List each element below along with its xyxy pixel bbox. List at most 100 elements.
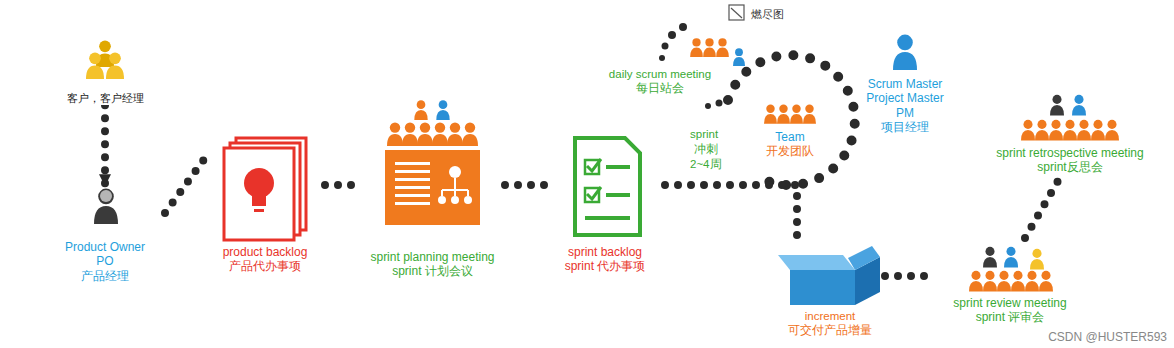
person-icon — [803, 105, 816, 124]
node-text: Scrum Master — [866, 77, 945, 91]
scrum-master-icon — [893, 35, 917, 70]
trail-dot — [662, 43, 669, 50]
person-icon — [1077, 120, 1091, 141]
node-text: sprint 评审会 — [974, 310, 1047, 324]
person-icon — [402, 122, 418, 146]
person-icon — [436, 100, 449, 120]
dotted-connector — [325, 181, 360, 189]
meeting-node: sprint review meetingsprint 评审会 — [935, 238, 1085, 325]
role-node: Product OwnerPO产品经理 — [45, 185, 165, 283]
hierarchy-icon — [449, 166, 461, 178]
sprint-loop — [728, 55, 855, 185]
node-text: increment — [803, 310, 858, 324]
person-icon — [462, 122, 478, 146]
meeting-node: daily scrum meeting每日站会 — [595, 68, 725, 96]
person-icon — [690, 38, 703, 57]
node-text: daily scrum meeting — [607, 68, 713, 82]
burndown-icon — [729, 5, 744, 20]
node-text: PO — [94, 254, 115, 268]
person-icon — [1091, 120, 1105, 141]
watermark: CSDN @HUSTER593 — [1047, 330, 1168, 344]
node-text: Product Owner — [63, 240, 147, 254]
node-text: 产品经理 — [79, 269, 131, 283]
person-icon — [733, 48, 745, 66]
person-icon — [1021, 120, 1035, 141]
artifact-node: sprint backlogsprint 代办事项 — [545, 130, 665, 274]
trail-dot — [659, 55, 665, 61]
person-icon — [1063, 120, 1077, 141]
node-text: 客户，客户经理 — [65, 92, 146, 105]
person-icon — [1011, 271, 1025, 292]
dotted-connector — [665, 185, 797, 248]
increment-box — [848, 246, 880, 270]
node-text: 开发团队 — [764, 144, 816, 158]
dotted-connector — [165, 158, 205, 213]
node-text: sprint planning meeting — [368, 250, 496, 264]
meeting-node: sprint planning meetingsprint 计划会议 — [360, 100, 505, 279]
person-icon — [983, 271, 997, 292]
node-text: sprint review meeting — [951, 296, 1068, 310]
board-line — [395, 202, 430, 205]
checklist-line — [585, 216, 630, 220]
person-icon — [969, 271, 983, 292]
customer-icon — [106, 52, 124, 79]
node-text: Team — [773, 130, 806, 144]
board-line — [395, 186, 430, 189]
node-text: 可交付产品增量 — [786, 324, 874, 338]
node-text: Project Master — [864, 91, 945, 105]
checklist-icon — [575, 138, 640, 235]
person-icon — [1030, 249, 1044, 270]
node-text: PM — [894, 106, 916, 120]
person-icon — [387, 122, 403, 146]
person-icon — [997, 271, 1011, 292]
planning-board — [385, 150, 480, 225]
meeting-node: sprint retrospective meetingsprint反思会 — [985, 88, 1155, 175]
node-text: sprint 计划会议 — [390, 264, 475, 278]
customer-icon — [96, 40, 114, 67]
person-icon — [716, 38, 729, 57]
person-icon — [1050, 95, 1064, 116]
person-icon — [417, 122, 433, 146]
checklist-line — [606, 193, 630, 197]
lightbulb-base — [252, 196, 266, 206]
increment-box — [778, 255, 855, 270]
dotted-connector — [101, 105, 109, 185]
board-line — [395, 170, 430, 173]
person-icon — [1049, 120, 1063, 141]
dotted-connector — [885, 272, 935, 280]
node-text: sprint 代办事项 — [563, 259, 648, 273]
lightbulb-base — [254, 209, 264, 212]
hierarchy-icon — [438, 196, 446, 204]
node-text: sprint backlog — [566, 245, 644, 259]
node-text: product backlog — [221, 245, 310, 259]
trail-dot — [716, 100, 723, 107]
person-icon — [703, 38, 716, 57]
customer-icon — [86, 52, 104, 79]
hierarchy-icon — [464, 196, 472, 204]
backlog-page — [224, 148, 294, 240]
product-owner-icon — [94, 189, 118, 224]
person-icon — [1025, 271, 1039, 292]
product-owner-face — [100, 190, 112, 202]
node-text: sprint反思会 — [1035, 160, 1104, 174]
role-node: Scrum MasterProject MasterPM项目经理 — [855, 32, 955, 135]
checklist-line — [606, 165, 630, 169]
chart-label: 燃尽图 — [750, 8, 785, 21]
person-icon — [1004, 247, 1018, 268]
node-text: sprint retrospective meeting — [994, 146, 1145, 160]
person-icon — [790, 105, 803, 124]
sprint-label: 2~4周 — [689, 158, 723, 172]
person-icon — [764, 105, 777, 124]
customer-node: 客户，客户经理 — [50, 40, 160, 105]
board-line — [395, 162, 430, 165]
board-line — [395, 178, 430, 181]
board-line — [395, 194, 430, 197]
artifact-node: product backlog产品代办事项 — [205, 130, 325, 274]
increment-box — [790, 270, 855, 305]
person-icon — [432, 122, 448, 146]
trail-dot — [668, 31, 676, 39]
sprint-label: sprint — [689, 128, 719, 142]
sprint-label: 冲刺 — [693, 143, 719, 157]
person-icon — [1105, 120, 1119, 141]
hierarchy-icon — [451, 196, 459, 204]
